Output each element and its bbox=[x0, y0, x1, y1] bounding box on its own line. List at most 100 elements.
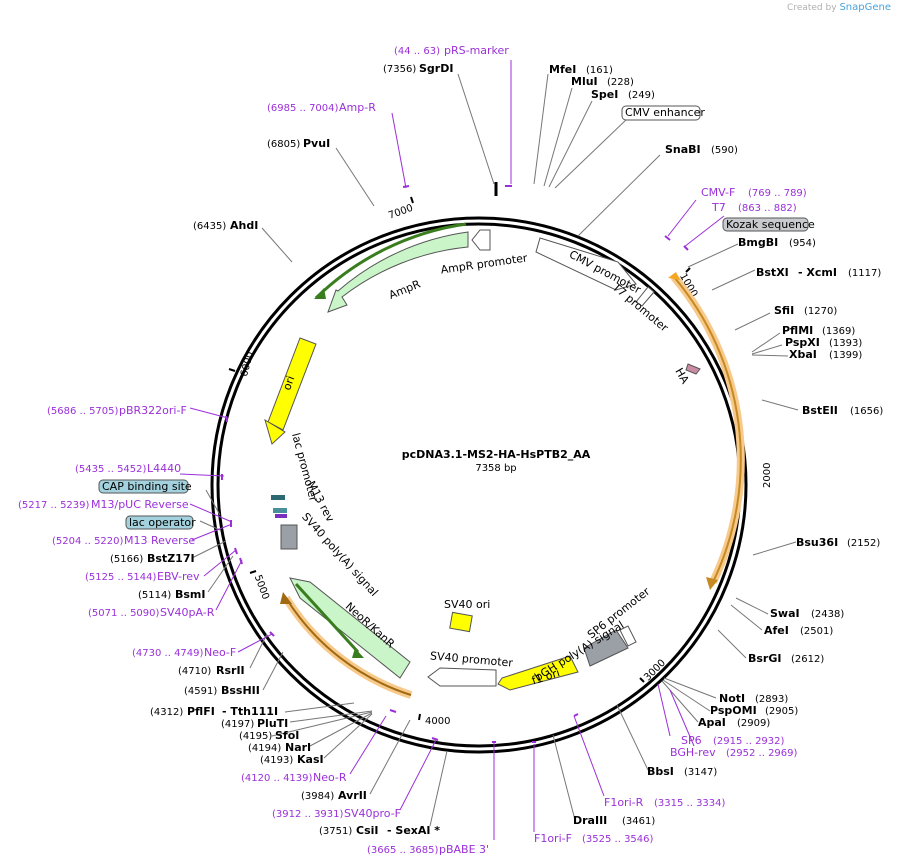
enzyme-pluti[interactable]: PluTI bbox=[257, 717, 288, 730]
enzyme-pvui[interactable]: PvuI bbox=[303, 137, 330, 150]
enzyme-bsrgi-pos: (2612) bbox=[791, 654, 824, 665]
lac-operator-box bbox=[125, 515, 194, 530]
enzyme-bsmi[interactable]: BsmI bbox=[175, 588, 206, 601]
enzyme-sgrdi[interactable]: SgrDI bbox=[419, 62, 453, 75]
enzyme-afei[interactable]: AfeI bbox=[764, 624, 789, 637]
primer-l4440[interactable]: L4440 bbox=[147, 462, 181, 475]
enzyme-bsrgi[interactable]: BsrGI bbox=[748, 652, 781, 665]
primer-pbr322ori-f[interactable]: pBR322ori-F bbox=[119, 404, 187, 417]
snapgene-credit: Created by SnapGene bbox=[787, 2, 891, 13]
tick-5000: 5000 bbox=[252, 574, 271, 602]
primer-f1ori-f-pos: (3525 .. 3546) bbox=[582, 834, 654, 845]
enzyme-draiii[interactable]: DraIII bbox=[573, 814, 607, 827]
enzyme-mlui-pos: (228) bbox=[607, 77, 634, 88]
enzyme-bmgbi[interactable]: BmgBI bbox=[738, 236, 778, 249]
enzyme-mfei-pos: (161) bbox=[586, 65, 613, 76]
enzyme-ahdi[interactable]: AhdI bbox=[230, 219, 258, 232]
enzyme-sexai[interactable]: - SexAI * bbox=[387, 824, 440, 837]
plasmid-length: 7358 bp bbox=[475, 463, 516, 474]
neo-orf-arrowhead bbox=[280, 592, 292, 604]
enzyme-bsshii[interactable]: BssHII bbox=[221, 684, 260, 697]
enzyme-xbai[interactable]: XbaI bbox=[789, 348, 817, 361]
enzyme-xcmi[interactable]: - XcmI bbox=[798, 266, 837, 279]
enzyme-sfii[interactable]: SfiI bbox=[774, 304, 794, 317]
enzyme-rsrii-pos: (4710) bbox=[178, 666, 211, 677]
enzyme-pflfi[interactable]: PflFI bbox=[187, 705, 215, 718]
primer-amp-r[interactable]: Amp-R bbox=[339, 101, 376, 114]
primer-prs-marker[interactable]: pRS-marker bbox=[444, 44, 509, 57]
enzyme-swai[interactable]: SwaI bbox=[770, 607, 800, 620]
kozak-mark bbox=[668, 272, 680, 280]
enzyme-pflmi[interactable]: PflMI bbox=[782, 324, 813, 337]
snapgene-logo-text: SnapGene bbox=[839, 2, 891, 13]
enzyme-nari-pos: (4194) bbox=[248, 743, 281, 754]
primer-t7-pos: (863 .. 882) bbox=[738, 203, 797, 214]
primer-bgh-rev[interactable]: BGH-rev bbox=[670, 746, 716, 759]
enzyme-bsu36i[interactable]: Bsu36I bbox=[796, 536, 838, 549]
enzyme-nari[interactable]: NarI bbox=[285, 741, 311, 754]
enzyme-bsteii[interactable]: BstEII bbox=[802, 404, 838, 417]
enzyme-ahdi-pos: (6435) bbox=[193, 221, 226, 232]
enzyme-bstxi-pos: (1117) bbox=[848, 268, 881, 279]
primer-pbr322ori-f-pos: (5686 .. 5705) bbox=[47, 406, 119, 417]
enzyme-spei[interactable]: SpeI bbox=[591, 88, 618, 101]
primer-sp6[interactable]: SP6 bbox=[681, 734, 702, 747]
enzyme-tth111i[interactable]: - Tth111I bbox=[222, 705, 278, 718]
primer-sv40pro-f[interactable]: SV40pro-F bbox=[344, 807, 401, 820]
ampr-promoter-label: AmpR promoter bbox=[440, 251, 529, 276]
neor-orf-arrow bbox=[352, 648, 364, 658]
enzyme-pflmi-pos: (1369) bbox=[822, 326, 855, 337]
primer-m13-reverse[interactable]: M13 Reverse bbox=[124, 534, 195, 547]
enzyme-bmgbi-pos: (954) bbox=[789, 238, 816, 249]
m13-mark bbox=[275, 514, 287, 518]
enzyme-snabi[interactable]: SnaBI bbox=[665, 143, 701, 156]
primer-amp-r-pos: (6985 .. 7004) bbox=[267, 103, 339, 114]
lac-operator-label[interactable]: lac operator bbox=[129, 516, 196, 529]
primer-prs-marker-pos: (44 .. 63) bbox=[394, 46, 440, 57]
enzyme-sfii-pos: (1270) bbox=[804, 306, 837, 317]
enzyme-avrii-pos: (3984) bbox=[301, 791, 334, 802]
enzyme-rsrii[interactable]: RsrII bbox=[216, 664, 245, 677]
enzyme-avrii[interactable]: AvrII bbox=[338, 789, 367, 802]
enzyme-noti[interactable]: NotI bbox=[719, 692, 745, 705]
primer-cmv-f[interactable]: CMV-F bbox=[701, 186, 735, 199]
enzyme-pluti-pos: (4197) bbox=[221, 719, 254, 730]
enzyme-bbsi-pos: (3147) bbox=[684, 767, 717, 778]
enzyme-afei-pos: (2501) bbox=[800, 626, 833, 637]
enzyme-pspomi[interactable]: PspOMI bbox=[710, 704, 757, 717]
enzyme-bbsi[interactable]: BbsI bbox=[647, 765, 674, 778]
cap-label[interactable]: CAP binding site bbox=[102, 480, 192, 493]
primer-pbabe3[interactable]: pBABE 3' bbox=[439, 843, 489, 856]
enzyme-mlui[interactable]: MluI bbox=[571, 75, 598, 88]
enzyme-apai[interactable]: ApaI bbox=[698, 716, 726, 729]
primer-t7[interactable]: T7 bbox=[711, 201, 726, 214]
primer-sv40pa-r[interactable]: SV40pA-R bbox=[160, 606, 215, 619]
enzyme-pspxi[interactable]: PspXI bbox=[785, 336, 820, 349]
enzyme-snabi-pos: (590) bbox=[711, 145, 738, 156]
sv40-ori-label: SV40 ori bbox=[444, 598, 490, 611]
kozak-box bbox=[722, 217, 809, 232]
cmv-enhancer-label[interactable]: CMV enhancer bbox=[625, 106, 705, 119]
enzyme-csii[interactable]: CsiI bbox=[356, 824, 378, 837]
primer-labels: (44 .. 63) pRS-marker (6985 .. 7004) Amp… bbox=[18, 44, 807, 856]
primer-neo-f[interactable]: Neo-F bbox=[204, 646, 236, 659]
enzyme-bsu36i-pos: (2152) bbox=[847, 538, 880, 549]
right-enzyme-labels: MfeI (161) MluI (228) SpeI (249) SnaBI (… bbox=[549, 63, 883, 827]
primer-ebv-rev[interactable]: EBV-rev bbox=[157, 570, 200, 583]
ampr-promoter-feature bbox=[471, 229, 491, 251]
enzyme-bstz17i[interactable]: BstZ17I bbox=[147, 552, 195, 565]
enzyme-kasi[interactable]: KasI bbox=[297, 753, 324, 766]
enzyme-bstxi[interactable]: BstXI bbox=[756, 266, 789, 279]
primer-f1ori-r[interactable]: F1ori-R bbox=[604, 796, 644, 809]
enzyme-mfei[interactable]: MfeI bbox=[549, 63, 576, 76]
primer-f1ori-f[interactable]: F1ori-F bbox=[534, 832, 572, 845]
left-enzyme-labels: (7356) SgrDI (6805) PvuI (6435) AhdI (51… bbox=[110, 62, 453, 837]
primer-sp6-pos: (2915 .. 2932) bbox=[713, 736, 785, 747]
kozak-label[interactable]: Kozak sequence bbox=[726, 218, 815, 231]
orf-arc bbox=[673, 276, 742, 583]
primer-neo-r[interactable]: Neo-R bbox=[313, 771, 347, 784]
enzyme-bsshii-pos: (4591) bbox=[184, 686, 217, 697]
enzyme-sfoi[interactable]: SfoI bbox=[275, 729, 299, 742]
primer-m13-puc-reverse[interactable]: M13/pUC Reverse bbox=[91, 498, 189, 511]
primer-ebv-rev-pos: (5125 .. 5144) bbox=[85, 572, 157, 583]
